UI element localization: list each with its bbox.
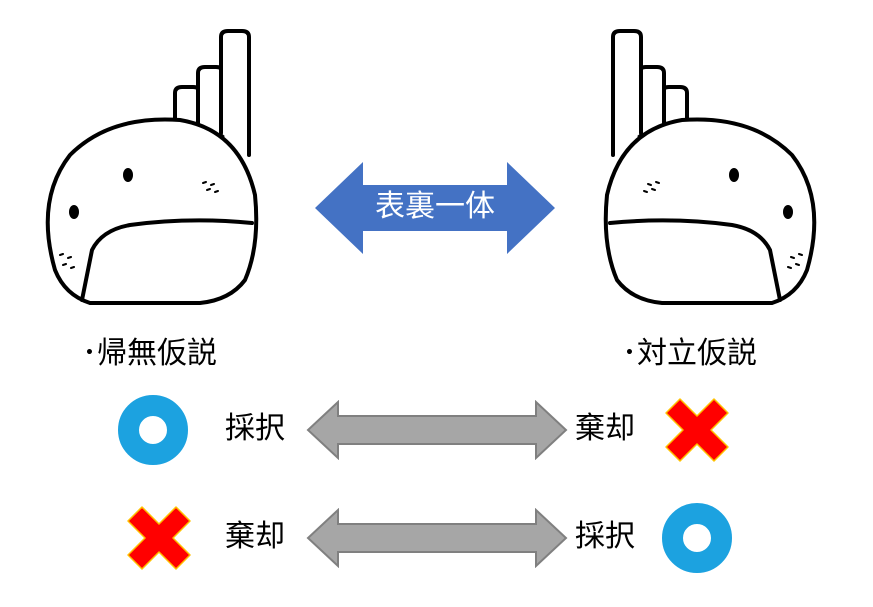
right-decision-word: 採択 [575,519,635,554]
cross-icon [665,398,729,462]
decision-row-2: 棄却 採択 [0,503,873,583]
left-character-illustration [45,29,259,305]
circle-icon [662,503,732,573]
decision-row-1: 採択 棄却 [0,395,873,475]
alternative-hypothesis-label: ･対立仮説 [622,336,757,371]
blue-double-arrow-shape [315,162,555,254]
cross-icon [127,506,191,570]
circle-icon [118,395,188,465]
relation-label: 表裏一体 [375,189,495,224]
gray-double-arrow [306,400,568,460]
right-decision-word: 棄却 [575,411,635,446]
null-hypothesis-label: ･帰無仮説 [82,336,217,371]
right-character-illustration [603,29,817,305]
left-decision-word: 棄却 [225,519,285,554]
left-decision-word: 採択 [225,411,285,446]
two-sided-relation-arrow: 表裏一体 [315,162,555,254]
gray-double-arrow [306,508,568,568]
